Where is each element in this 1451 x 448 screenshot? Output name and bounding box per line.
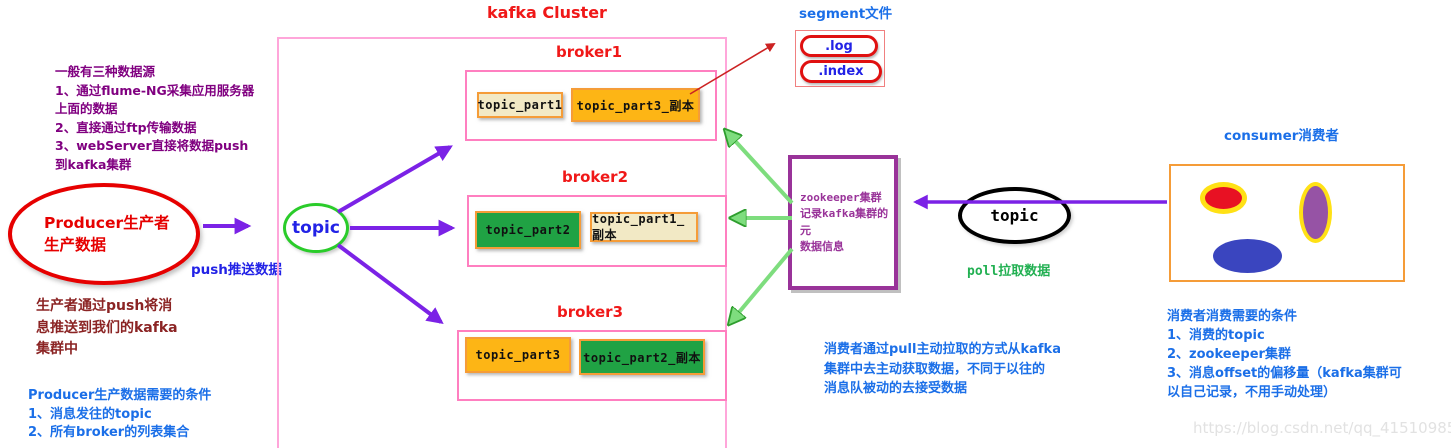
consumer-instance-red-ellipse	[1200, 182, 1247, 214]
consumer-title: consumer消费者	[1224, 128, 1339, 144]
arrow-zookeeper-to-broker3	[730, 247, 794, 323]
consumer-group-box	[1169, 164, 1405, 282]
zookeeper-note: zookeeper集群 记录kafka集群的元 数据信息	[800, 190, 889, 254]
arrow-zookeeper-to-broker1	[726, 131, 794, 205]
partition-topic-part2-replica: topic_part2_副本	[579, 339, 705, 375]
consumer-instance-blue-ellipse	[1213, 239, 1282, 273]
data-sources-note: 一般有三种数据源 1、通过flume-NG采集应用服务器 上面的数据 2、直接通…	[55, 64, 255, 172]
producer-push-note: 生产者通过push将消 息推送到我们的kafka 集群中	[36, 298, 178, 357]
consumer-topic-ellipse: topic	[958, 187, 1071, 244]
push-data-label: push推送数据	[191, 262, 282, 278]
broker1-title: broker1	[555, 43, 623, 61]
partition-topic-part3-replica: topic_part3_副本	[571, 88, 700, 122]
producer-ellipse-label: Producer生产者	[44, 214, 170, 232]
producer-ellipse: Producer生产者 生产数据	[8, 183, 200, 285]
consumer-instance-purple-ellipse	[1299, 182, 1332, 243]
producer-conditions-note: Producer生产数据需要的条件 1、消息发往的topic 2、所有broke…	[28, 388, 212, 440]
kafka-cluster-title: kafka Cluster	[487, 3, 607, 22]
zookeeper-box: zookeeper集群 记录kafka集群的元 数据信息	[788, 155, 898, 290]
segment-files-title: segment文件	[799, 6, 893, 22]
partition-topic-part2: topic_part2	[475, 211, 581, 249]
partition-topic-part3: topic_part3	[465, 337, 571, 373]
broker3-title: broker3	[556, 303, 624, 321]
segment-files-box	[795, 30, 885, 87]
consumer-pull-note: 消费者通过pull主动拉取的方式从kafka 集群中去主动获取数据，不同于以往的…	[824, 342, 1061, 396]
partition-topic-part1-replica: topic_part1_副本	[590, 212, 698, 242]
index-file-pill: .index	[800, 60, 882, 83]
watermark-text: https://blog.csdn.net/qq_41510985	[1193, 419, 1451, 437]
producer-ellipse-sublabel: 生产数据	[44, 236, 107, 254]
partition-topic-part1: topic_part1	[477, 92, 563, 118]
poll-data-label: poll拉取数据	[967, 264, 1051, 279]
log-file-pill: .log	[800, 35, 878, 57]
consumer-conditions-note: 消费者消费需要的条件 1、消费的topic 2、zookeeper集群 3、消息…	[1167, 309, 1402, 400]
producer-topic-ellipse: topic	[283, 203, 349, 253]
broker2-title: broker2	[561, 168, 629, 186]
